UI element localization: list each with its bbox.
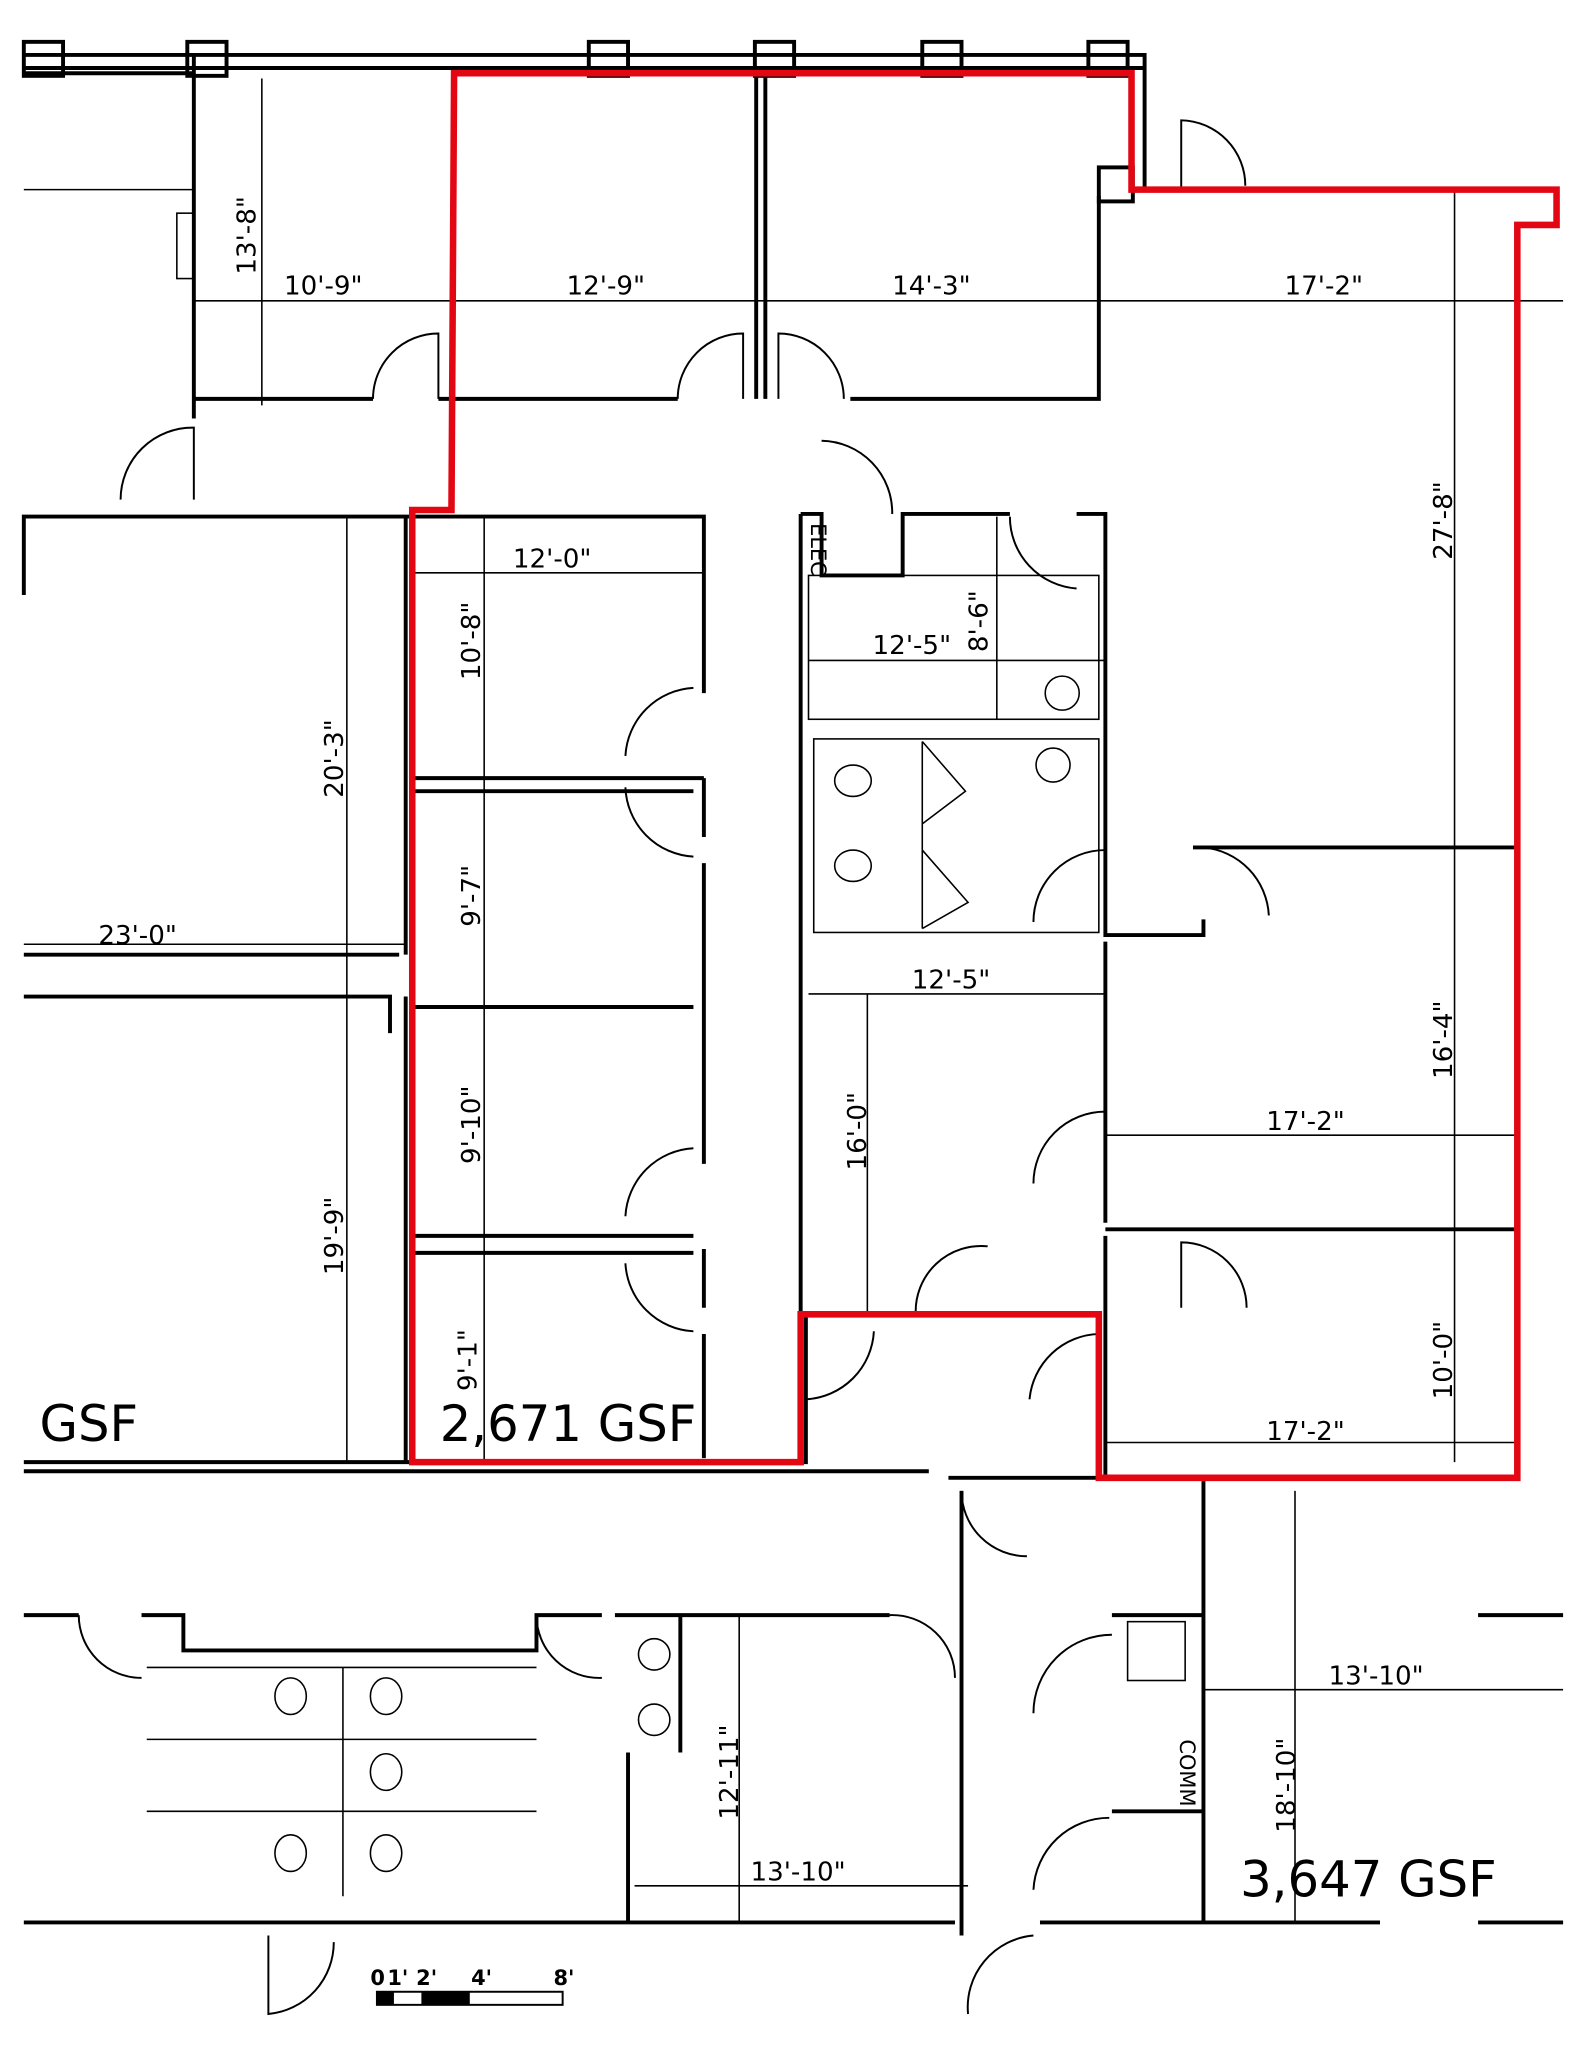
scale-bar: 0 1' 2' 4' 8'	[370, 1966, 574, 2006]
dimension-label: 20'-3"	[320, 719, 350, 798]
dimension-label: 12'-5"	[912, 966, 991, 996]
dimension-label: 10'-9"	[284, 271, 363, 301]
scale-bar-segment	[376, 1991, 394, 2005]
leased-area-outline	[408, 69, 1560, 1482]
dimension-label: 16'-4"	[1429, 1000, 1459, 1079]
dimension-label: 9'-1"	[453, 1329, 483, 1391]
room-label-elec: ELEC	[806, 523, 830, 576]
scale-label: 8'	[553, 1966, 574, 1990]
area-labels: GSF 2,671 GSF 3,647 GSF	[40, 1395, 1497, 1908]
dimension-label: 23'-0"	[98, 921, 177, 951]
dimension-label: 27'-8"	[1429, 481, 1459, 560]
scale-label: 1'	[387, 1966, 408, 1990]
dimension-label: 19'-9"	[320, 1197, 350, 1276]
dimension-label: 17'-2"	[1266, 1107, 1345, 1137]
dimension-lines	[23, 78, 1564, 1923]
dimension-label: 12'-9"	[567, 271, 646, 301]
dimension-label: 9'-10"	[457, 1085, 487, 1164]
area-label-left: GSF	[40, 1395, 139, 1453]
area-label-2671: 2,671 GSF	[440, 1395, 697, 1453]
walls	[21, 39, 1564, 2016]
dimension-label: 8'-6"	[965, 590, 995, 652]
dimension-label: 14'-3"	[892, 271, 971, 301]
dimension-label: 17'-2"	[1266, 1417, 1345, 1447]
dimension-label: 12'-11"	[715, 1724, 745, 1819]
room-label-comm: COMM	[1175, 1739, 1199, 1806]
dimension-label: 10'-8"	[457, 602, 487, 681]
area-label-3647: 3,647 GSF	[1240, 1850, 1497, 1908]
dimension-label: 12'-0"	[513, 545, 592, 575]
dimension-label: 12'-5"	[873, 631, 952, 661]
scale-bar-segment	[421, 1991, 470, 2005]
scale-label: 2'	[416, 1966, 437, 1990]
dimension-label: 13'-10"	[1328, 1661, 1423, 1691]
dimension-label: 17'-2"	[1284, 271, 1363, 301]
scale-label: 4'	[471, 1966, 492, 1990]
dimension-label: 10'-0"	[1429, 1321, 1459, 1400]
scale-label: 0	[370, 1966, 385, 1990]
dimension-label: 13'-8"	[232, 196, 262, 275]
dimension-label: 9'-7"	[457, 865, 487, 927]
dimension-labels: 10'-9" 12'-9" 14'-3" 17'-2" 13'-8" 12'-0" 10'-…	[98, 196, 1459, 1887]
dimension-label: 18'-10"	[1272, 1738, 1302, 1833]
dimension-label: 16'-0"	[843, 1092, 873, 1171]
dimension-label: 13'-10"	[750, 1858, 845, 1888]
